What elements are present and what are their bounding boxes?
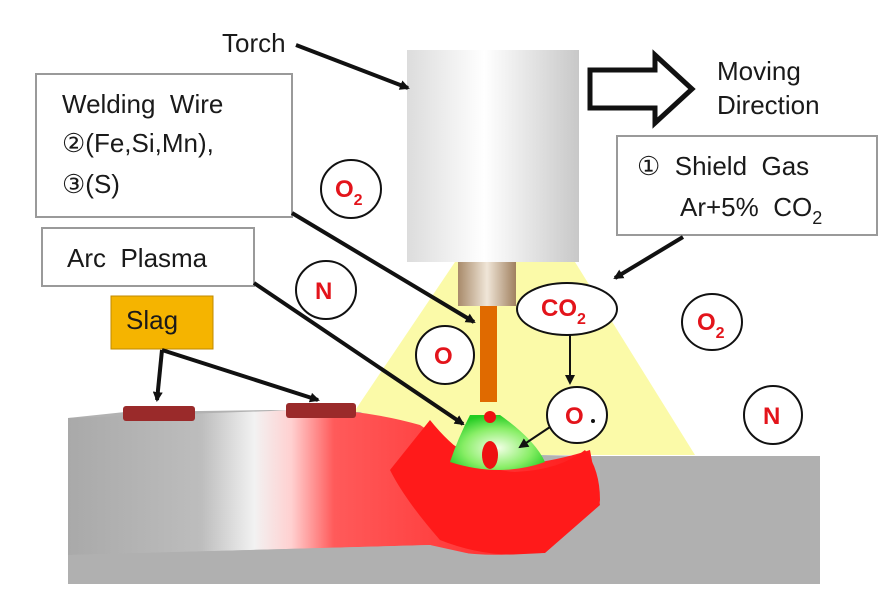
slag-arrow-left (152, 349, 164, 402)
slag-label: Slag (126, 305, 178, 335)
workpiece-base (68, 456, 820, 584)
o-to-pool-arrow (518, 424, 554, 449)
wire-label-line2: ②(Fe,Si,Mn), (62, 128, 214, 158)
torch-label: Torch (222, 28, 286, 58)
n-right-label: N (763, 403, 780, 430)
welding-wire (480, 306, 497, 402)
torch-arrow (295, 43, 410, 90)
arc-plasma (450, 415, 545, 470)
o-left-label: O (434, 343, 453, 370)
weld-pool (390, 420, 600, 555)
wire-arrow (290, 211, 476, 324)
co2-ellipse (516, 282, 618, 336)
slag-arrow-right-stem (161, 348, 320, 403)
n-circle-left (295, 260, 357, 320)
o-radical-dot (591, 419, 595, 423)
shield-gas-label-line2: Ar+5% CO2 (680, 192, 822, 228)
droplet-large (482, 441, 498, 469)
slag-box (110, 295, 214, 350)
moving-direction-arrow (587, 49, 696, 129)
n-circle-right (743, 385, 803, 445)
shield-gas-arrow (613, 235, 685, 280)
o2-right-label: O2 (697, 309, 725, 342)
co2-label: CO2 (541, 295, 586, 328)
o-dot-label: O (565, 403, 584, 430)
slag-bead-right (286, 403, 356, 418)
o2-circle-top (320, 159, 382, 219)
arc-plasma-arrow (252, 281, 465, 426)
shield-gas-box (616, 135, 878, 236)
welding-wire-box (35, 73, 293, 218)
arc-plasma-label: Arc Plasma (67, 243, 208, 273)
arc-plasma-box (41, 227, 255, 287)
torch-body (407, 50, 579, 262)
n-left-label: N (315, 278, 332, 305)
moving-label-line2: Direction (717, 90, 820, 120)
o2-top-label: O2 (335, 176, 363, 209)
wire-label-line1: Welding Wire (62, 89, 223, 119)
slag-bead-left (123, 406, 195, 421)
o2-circle-right (681, 293, 743, 351)
shield-gas-label-line1: ① Shield Gas (637, 151, 809, 181)
droplet-small (484, 411, 496, 423)
moving-label-line1: Moving (717, 56, 801, 86)
o-circle-center (546, 386, 608, 444)
o-circle-left (415, 325, 475, 385)
contact-tip (458, 262, 516, 306)
wire-label-line3: ③(S) (62, 169, 120, 199)
